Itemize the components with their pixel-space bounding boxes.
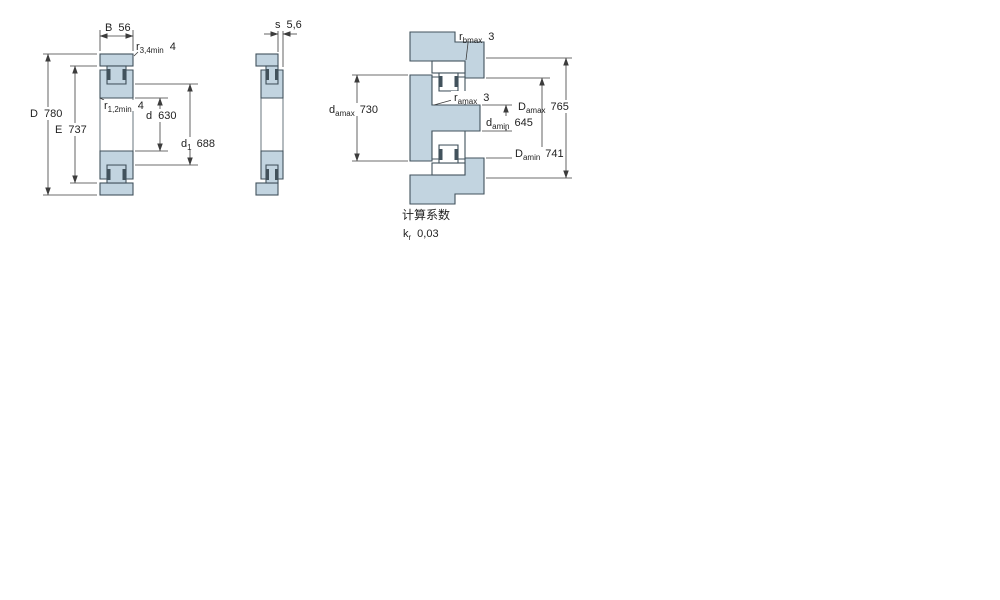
- cage-mark: [275, 169, 278, 180]
- outer-ring-bottom: [255, 182, 279, 196]
- inner-ring-bottom: [99, 150, 134, 180]
- cage-mark: [122, 69, 126, 80]
- cage-mark: [266, 169, 269, 180]
- outer-ring-top: [99, 53, 134, 67]
- calculation-factors-title: 计算系数: [402, 207, 450, 222]
- cage-mark: [122, 169, 126, 180]
- cage-mark: [454, 76, 458, 87]
- cage-mark: [266, 69, 269, 80]
- outer-ring-top: [431, 60, 466, 74]
- cage-mark: [439, 76, 443, 87]
- cage-mark: [107, 169, 111, 180]
- cage-mark: [275, 69, 278, 80]
- inner-ring-top: [260, 69, 284, 99]
- inner-ring-bottom: [260, 150, 284, 180]
- outer-ring-top: [255, 53, 279, 67]
- inner-ring-top: [99, 69, 134, 99]
- outer-ring-bottom: [431, 162, 466, 176]
- inner-ring-bottom: [431, 130, 466, 160]
- outer-ring-bottom: [99, 182, 134, 196]
- cage-mark: [107, 69, 111, 80]
- cage-mark: [439, 149, 443, 160]
- cage-mark: [454, 149, 458, 160]
